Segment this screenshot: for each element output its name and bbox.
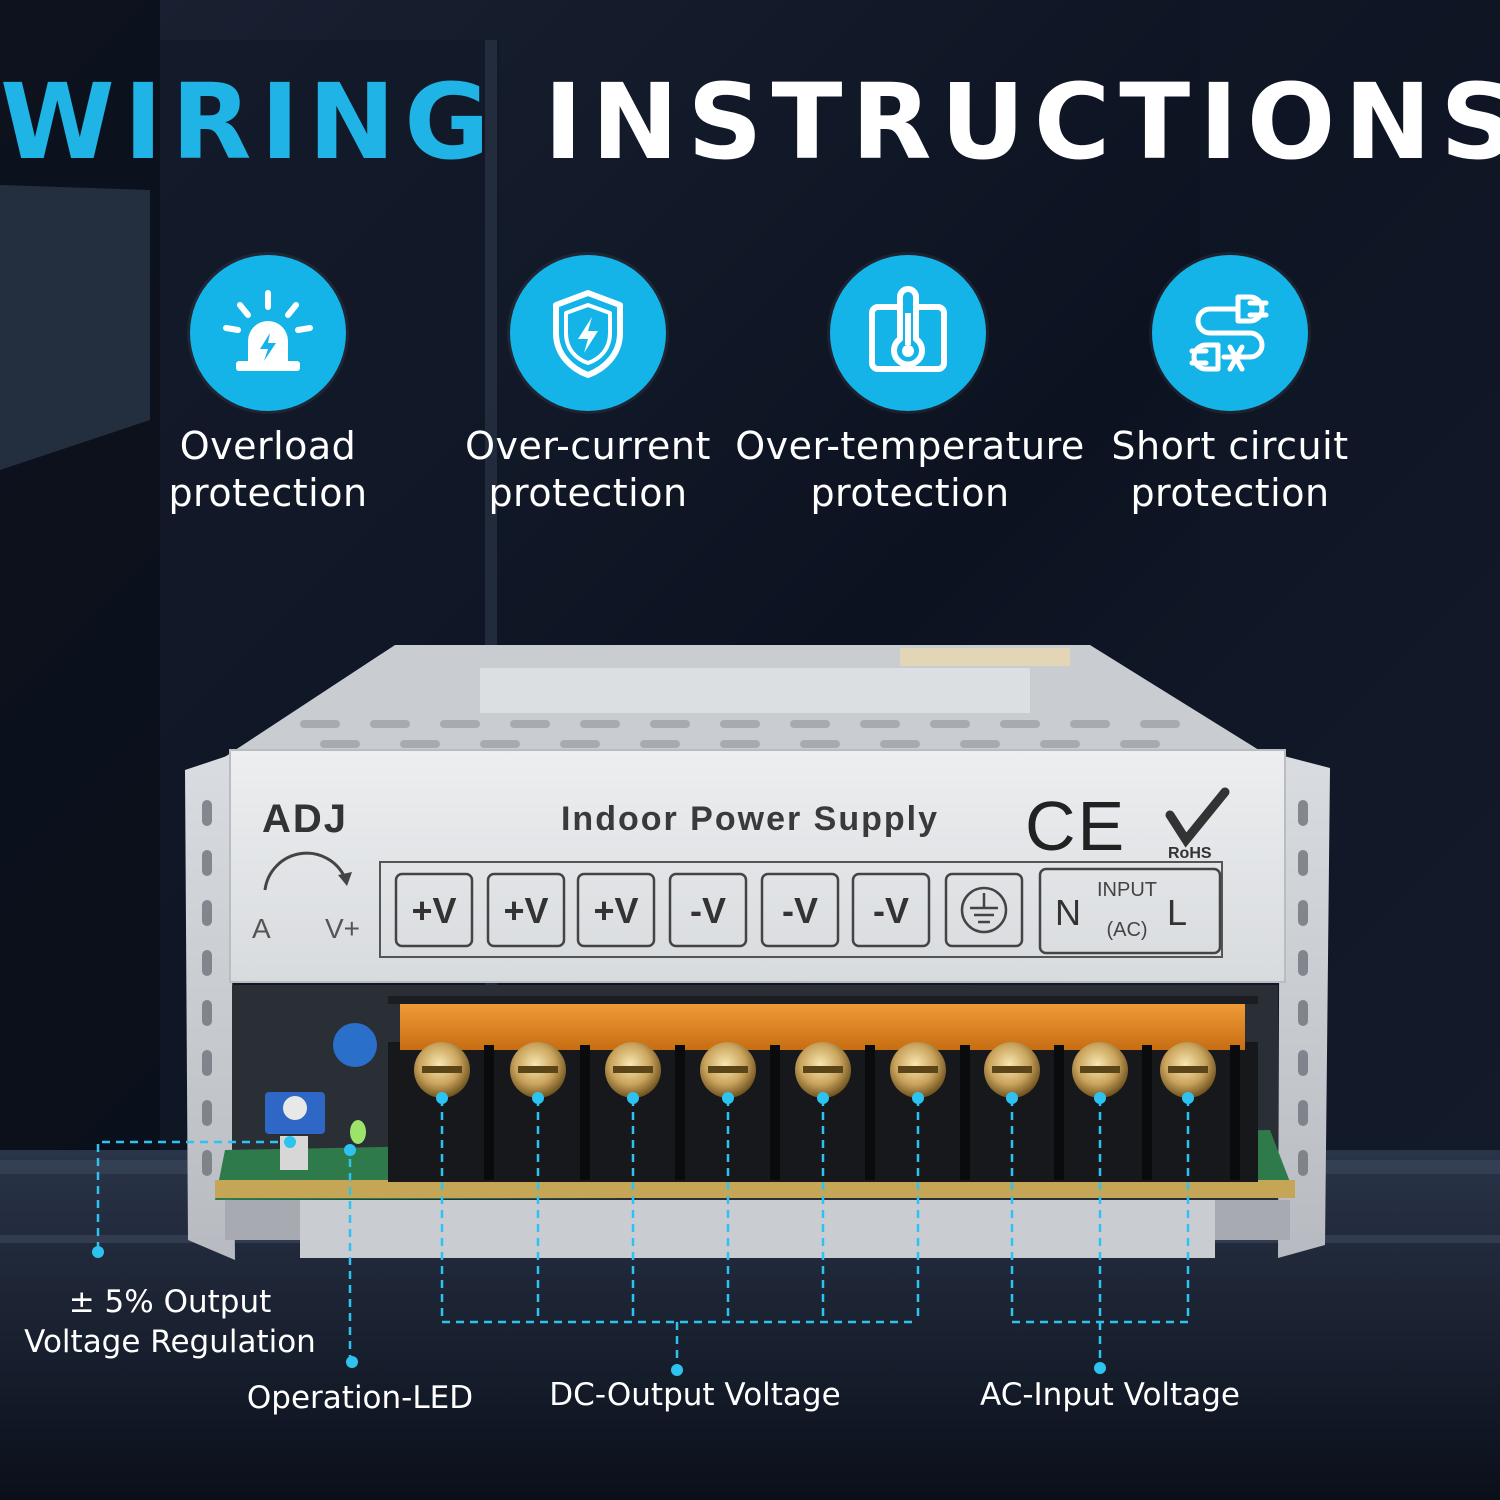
- screw-slot: [422, 1066, 462, 1073]
- feature-label-line2: protection: [168, 471, 368, 515]
- terminal-label: -V: [690, 890, 726, 931]
- thermometer-icon: [830, 255, 986, 411]
- terminal-label-box: [394, 872, 474, 948]
- title-word-wiring: WIRING: [0, 61, 499, 183]
- terminal-divider: [1142, 1045, 1152, 1180]
- feature-label-line1: Over-temperature: [735, 424, 1085, 468]
- ce-mark: CE: [1025, 787, 1126, 865]
- rohs-mark: RoHS: [1168, 845, 1212, 862]
- screw-slot: [613, 1066, 653, 1073]
- terminal-label: +V: [503, 890, 548, 931]
- screw-slot: [708, 1066, 748, 1073]
- terminal-divider: [960, 1045, 970, 1180]
- terminal-divider: [580, 1045, 590, 1180]
- feature-label: Short circuit protection: [1070, 423, 1390, 517]
- ground-icon: [960, 886, 1008, 934]
- callout-regulation-line1: ± 5% Output: [68, 1284, 272, 1320]
- callout-voltage-regulation: ± 5% Output Voltage Regulation: [10, 1282, 330, 1362]
- feature-label-line1: Overload: [179, 424, 357, 468]
- feature-label-line1: Over-current: [465, 424, 711, 468]
- terminal-divider: [1230, 1045, 1240, 1180]
- screw-slot: [518, 1066, 558, 1073]
- terminal-label: -V: [782, 890, 818, 931]
- alarm-light-icon: [190, 255, 346, 411]
- callout-dots: [92, 1092, 1194, 1376]
- callout-ac-input: AC-Input Voltage: [980, 1377, 1240, 1413]
- device-name-label: Indoor Power Supply: [561, 800, 939, 838]
- screw-slot: [992, 1066, 1032, 1073]
- screw-slot: [898, 1066, 938, 1073]
- input-neutral-label: N: [1055, 892, 1081, 933]
- title-word-instructions: INSTRUCTIONS: [543, 61, 1500, 183]
- input-ac-label: (AC): [1106, 919, 1147, 941]
- terminal-label-box: [851, 872, 931, 948]
- callout-regulation-line2: Voltage Regulation: [24, 1324, 316, 1360]
- feature-label-line2: protection: [1130, 471, 1330, 515]
- screw-slot: [1080, 1066, 1120, 1073]
- feature-label: Overload protection: [108, 423, 428, 517]
- terminal-label-box: [576, 872, 656, 948]
- plug-short-icon: [1152, 255, 1308, 411]
- terminal-divider: [770, 1045, 780, 1180]
- terminal-divider: [1054, 1045, 1064, 1180]
- terminal-label-box: [760, 872, 840, 948]
- terminal-label: +V: [411, 890, 456, 931]
- callout-leaders: [96, 1098, 1190, 1370]
- rohs-check-icon: [1165, 787, 1230, 848]
- brand-label: ADJ: [262, 797, 348, 841]
- terminal-divider: [675, 1045, 685, 1180]
- screw-slot: [1168, 1066, 1208, 1073]
- power-supply-unit: +V+V+V-V-V-V ADJ Indoor Power Supply CE …: [185, 645, 1330, 1260]
- shield-bolt-icon: [510, 255, 666, 411]
- feature-label-line1: Short circuit: [1111, 424, 1349, 468]
- terminal-divider: [484, 1045, 494, 1180]
- earth-terminal-label: [944, 872, 1024, 948]
- input-label: INPUT: [1097, 879, 1157, 901]
- feature-label-line2: protection: [810, 471, 1010, 515]
- input-live-label: L: [1167, 892, 1187, 933]
- feature-label: Over-current protection: [428, 423, 748, 517]
- callout-operation-led: Operation-LED: [246, 1380, 474, 1416]
- page-title: WIRING INSTRUCTIONS: [0, 70, 1500, 174]
- terminal-label-box: [668, 872, 748, 948]
- adjust-high-label: V+: [325, 913, 360, 944]
- screw-slot: [803, 1066, 843, 1073]
- feature-label-line2: protection: [488, 471, 688, 515]
- callout-dc-output: DC-Output Voltage: [549, 1377, 841, 1413]
- feature-label: Over-temperature protection: [720, 423, 1100, 517]
- adjust-low-label: A: [252, 913, 271, 944]
- terminal-label-box: [486, 872, 566, 948]
- terminal-label: -V: [873, 890, 909, 931]
- terminal-divider: [865, 1045, 875, 1180]
- terminal-label: +V: [593, 890, 638, 931]
